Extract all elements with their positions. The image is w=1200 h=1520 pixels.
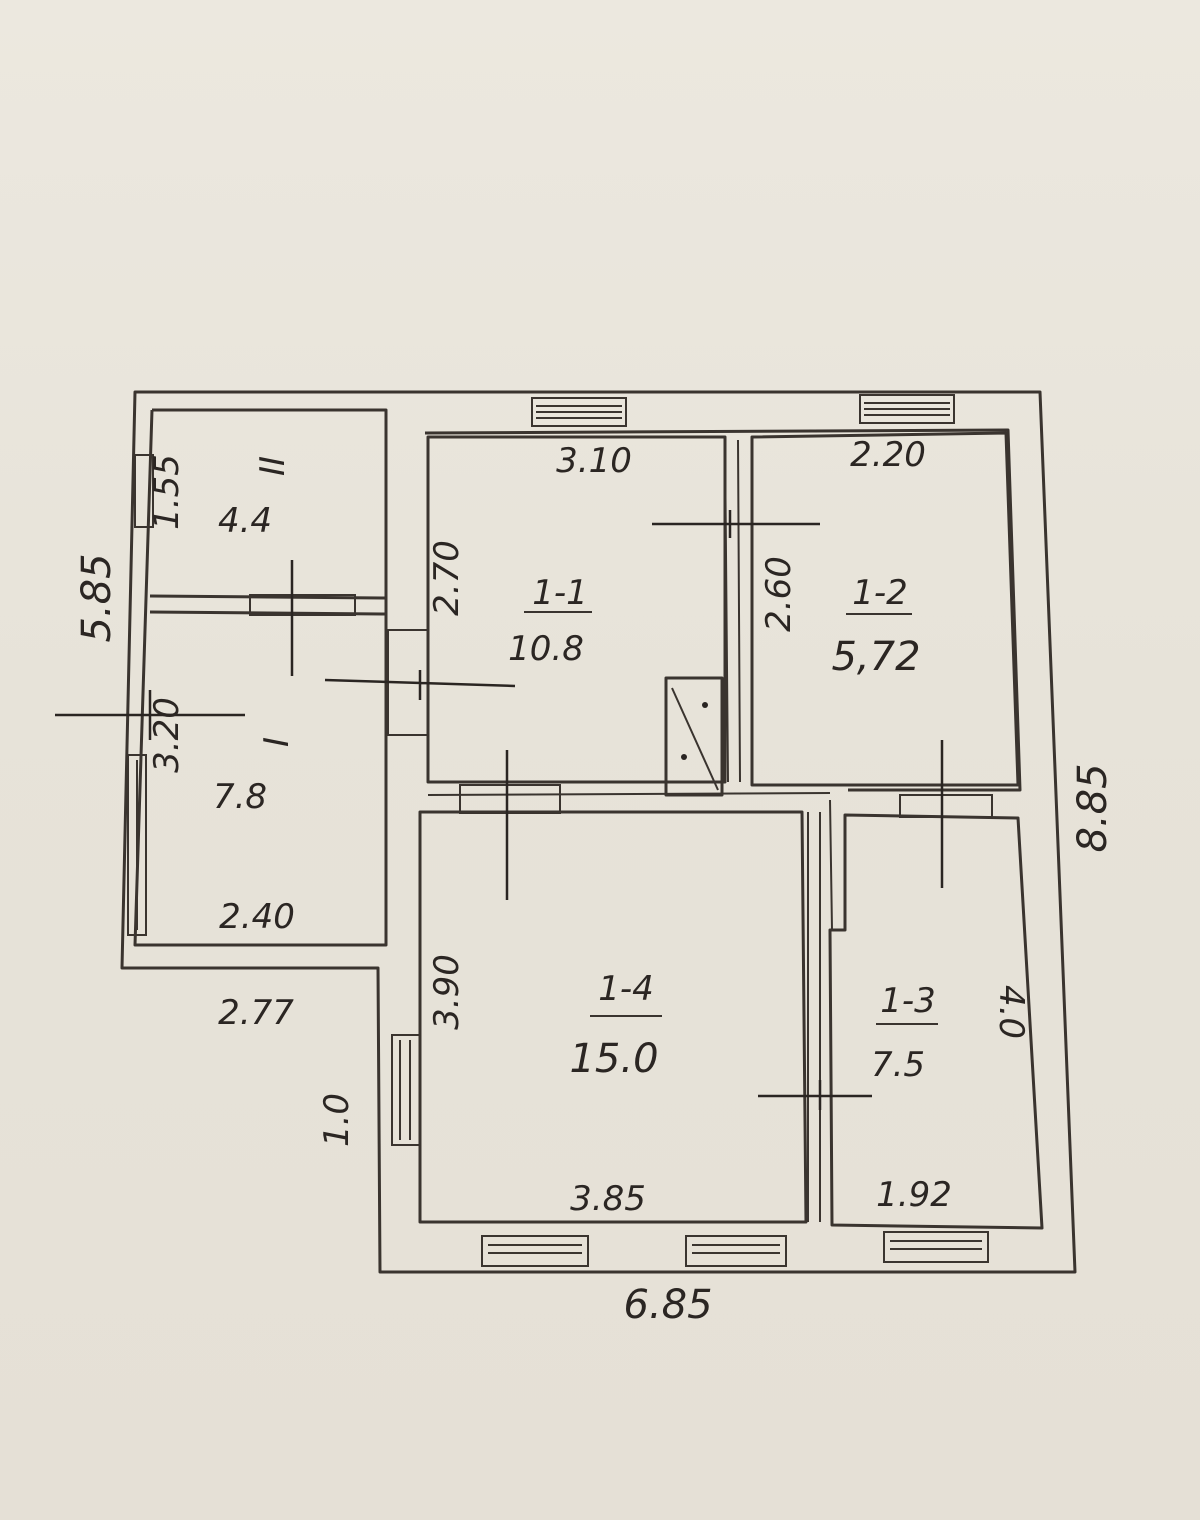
- room-ii-area: 4.4: [218, 501, 272, 541]
- door-1-2-1-3: [899, 794, 993, 818]
- door-1-4: [459, 784, 561, 814]
- window-annex-left-lower: [127, 754, 147, 936]
- room-1-3-area: 7.5: [871, 1045, 925, 1085]
- dim-room-1-4-width: 3.85: [570, 1179, 646, 1219]
- dim-room-1-2-height: 2.60: [759, 556, 799, 632]
- room-1-2-id: 1-2: [852, 573, 908, 613]
- room-1-4-area: 15.0: [569, 1036, 658, 1082]
- room-i-id: I: [257, 737, 297, 747]
- main-inner-wall: [424, 428, 1022, 792]
- window-top-left: [531, 397, 627, 427]
- stove: [664, 676, 724, 797]
- dim-annex-height: 5.85: [74, 553, 120, 642]
- dim-annex-outer-width: 2.77: [218, 993, 294, 1033]
- room-1-3-walls: [828, 813, 1044, 1230]
- annex-inner-wall: [133, 408, 388, 947]
- dim-annex-lower-side: 3.20: [147, 697, 187, 773]
- dim-room-1-3-width: 1.92: [876, 1175, 952, 1215]
- room-1-1-area: 10.8: [508, 629, 584, 669]
- window-bottom-right: [883, 1231, 989, 1263]
- window-top-right: [859, 394, 955, 424]
- room-1-3-id: 1-3: [880, 981, 936, 1021]
- dim-annex-inner-width: 2.40: [219, 897, 295, 937]
- window-annex-left-upper: [134, 454, 154, 528]
- door-annex: [249, 594, 356, 616]
- room-1-4-id: 1-4: [598, 969, 654, 1009]
- room-ii-id: II: [253, 456, 293, 476]
- dim-total-width: 6.85: [623, 1282, 712, 1328]
- dim-room-1-1-width: 3.10: [556, 441, 632, 481]
- main-outer-wall: [120, 390, 1077, 1274]
- room-1-2-walls: [750, 431, 1020, 787]
- dim-annex-upper-side: 1.55: [147, 454, 187, 530]
- annex-partition: [149, 594, 387, 616]
- room-i-area: 7.8: [213, 777, 267, 817]
- dim-room-1-4-height: 3.90: [427, 954, 467, 1030]
- dim-room-1-3-height: 4.0: [991, 985, 1031, 1039]
- corridor-walls: [427, 792, 833, 1222]
- dim-room-1-2-width: 2.20: [850, 435, 926, 475]
- window-bottom-left: [481, 1235, 589, 1267]
- door-porch: [391, 1034, 421, 1146]
- dim-total-height: 8.85: [1070, 763, 1116, 852]
- room-1-1-id: 1-1: [532, 573, 588, 613]
- window-bottom-mid: [685, 1235, 787, 1267]
- outer-walls: [120, 390, 1077, 1274]
- cross-marks: [55, 510, 944, 1110]
- dim-room-1-1-height: 2.70: [427, 540, 467, 616]
- partition-1-1-1-2: [724, 439, 741, 783]
- dim-porch: 1.0: [317, 1093, 357, 1147]
- room-1-2-area: 5,72: [831, 634, 920, 680]
